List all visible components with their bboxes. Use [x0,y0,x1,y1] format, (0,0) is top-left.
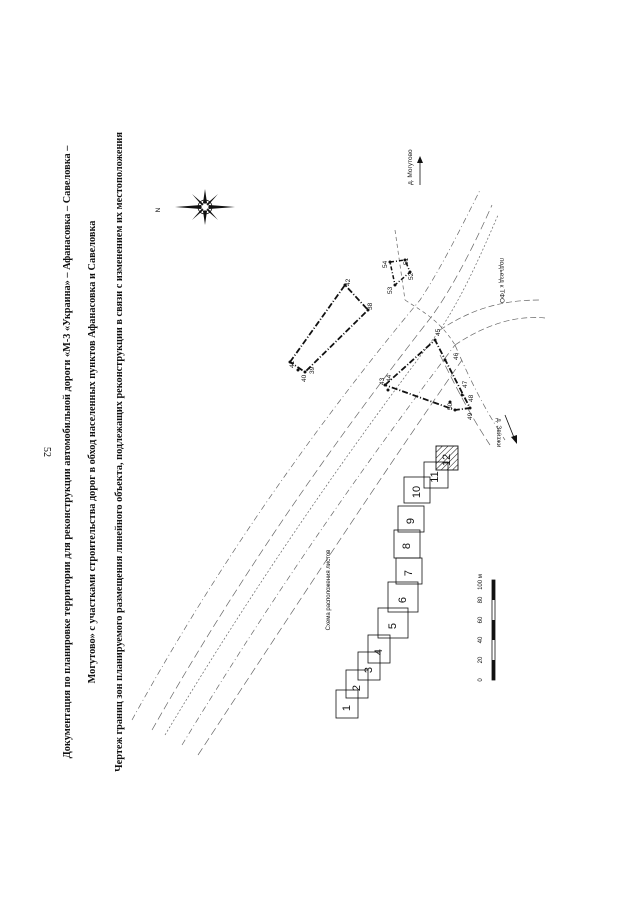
svg-text:7: 7 [403,570,415,576]
compass-rose-icon [175,189,235,225]
point-label-47: 47 [462,380,469,388]
sheet-scheme-title: Схема расположения листов [326,550,332,631]
svg-text:8: 8 [401,543,413,549]
svg-text:6: 6 [397,597,409,603]
sheet-numbers: 1 2 3 4 5 6 7 8 9 10 11 12 [341,454,453,711]
svg-text:5: 5 [387,623,399,629]
point-label-42: 42 [345,278,352,286]
svg-text:подъезд к ТФО: подъезд к ТФО [498,258,505,303]
road-label-north: д. Могутово [407,149,423,185]
sheet-box-1 [335,689,359,719]
road-label-south: д. Звизжи [495,414,517,448]
svg-text:20: 20 [478,656,484,663]
point-label-49: 49 [467,412,474,420]
sheet-box-12-active [435,445,459,471]
page-number: 52 [41,447,52,457]
svg-text:4: 4 [373,649,385,655]
svg-text:100 м: 100 м [478,574,484,590]
svg-text:60: 60 [478,616,484,623]
point-label-43: 43 [379,377,386,385]
point-label-54: 54 [382,260,389,268]
sheet-box-3 [357,651,381,681]
point-label-39: 39 [309,366,316,374]
document-title-line-1: Документация по планировке территории дл… [62,145,73,759]
scale-bar-ticks: 0 20 40 60 80 100 м [478,574,484,682]
svg-text:д. Могутово: д. Могутово [407,149,414,185]
svg-text:3: 3 [363,667,375,673]
point-label-48: 48 [468,394,475,402]
svg-text:1: 1 [341,705,353,711]
point-label-51: 51 [403,257,410,265]
point-label-53: 53 [387,286,394,294]
svg-text:40: 40 [478,636,484,643]
svg-text:9: 9 [405,518,417,524]
svg-text:10: 10 [411,486,423,498]
zone-boundary-upper [288,283,370,374]
sheet-box-2 [345,669,369,699]
point-label-44: 44 [386,374,393,382]
sheet-box-8 [393,529,421,559]
point-label-52: 52 [408,272,415,280]
scale-bar [491,579,496,681]
road-corridor [131,189,546,756]
sheet-scheme [335,461,449,719]
point-label-38: 38 [367,302,374,310]
point-label-40: 40 [301,374,308,382]
svg-text:11: 11 [429,471,441,482]
svg-text:80: 80 [478,596,484,603]
point-label-45: 45 [435,328,442,336]
svg-text:12: 12 [441,454,453,466]
drawing-subtitle: Чертеж границ зон планируемого размещени… [114,132,125,772]
document-title-line-2: Могутово» с участками строительства доро… [87,221,98,684]
road-label-east: подъезд к ТФО [498,258,505,303]
sheet-box-9 [397,505,425,533]
point-label-46: 46 [453,352,460,360]
sheet-box-6 [387,581,419,613]
svg-text:2: 2 [351,685,363,691]
north-label: N [155,207,162,212]
svg-text:д. Звизжи: д. Звизжи [495,418,502,448]
svg-text:0: 0 [478,678,484,682]
point-label-50: 50 [447,402,454,410]
boundary-points [288,258,472,412]
sheet-box-10 [403,476,431,504]
sheet-box-4 [367,634,391,664]
sheet-box-5 [377,607,409,639]
point-label-41: 41 [289,360,296,368]
